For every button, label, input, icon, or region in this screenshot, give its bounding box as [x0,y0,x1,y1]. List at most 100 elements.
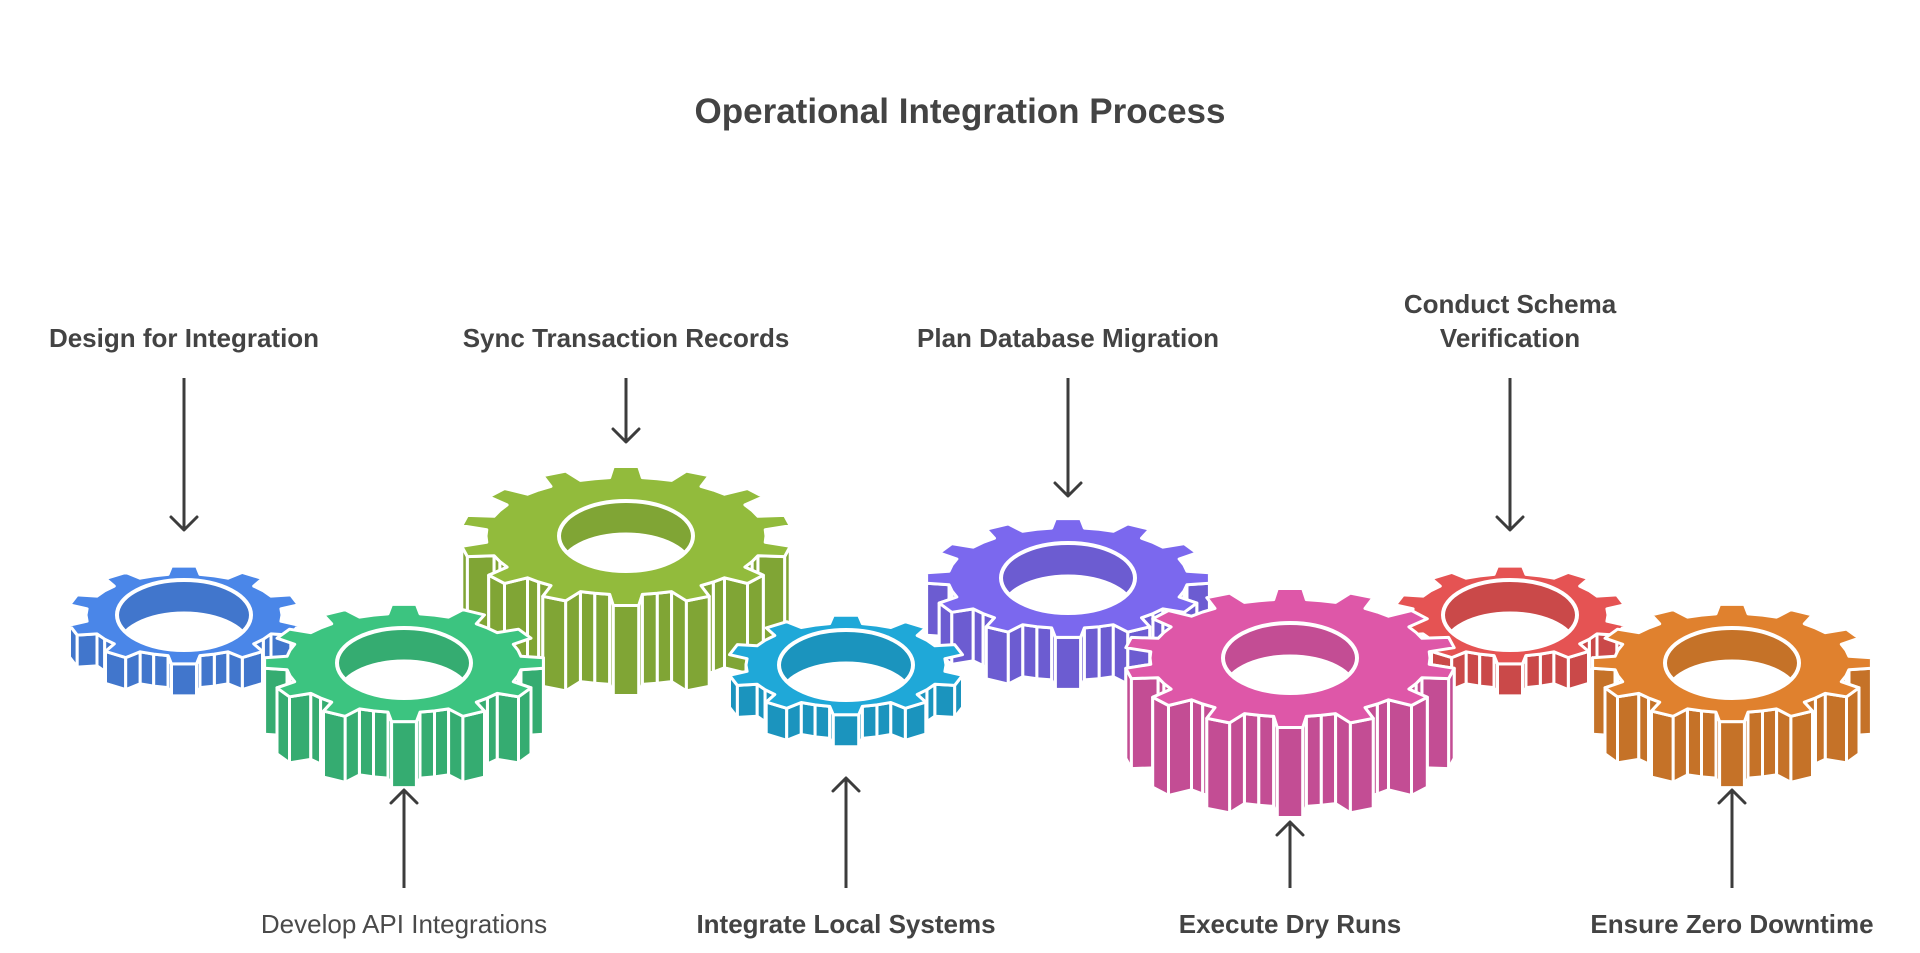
gear-side-face [1685,707,1703,779]
gear-side-face [813,703,832,740]
gear-side-face [1616,691,1641,765]
gear-hole-wall [1001,543,1135,610]
gear-side-face [1228,712,1246,815]
arrow-local [831,776,861,888]
gear-side-face [390,720,418,790]
gear-side-face [357,707,375,779]
gear-side-face [541,594,568,693]
gear-side-face [1304,713,1323,808]
gear-side-face [343,707,361,784]
gear-hole-wall [117,580,251,647]
gear-side-face [517,686,533,765]
gear-side-face [1097,623,1115,681]
gear-hole-rim [557,499,695,573]
gear-side-face [1775,707,1793,784]
gear-side-face [322,709,347,784]
gear-side-face [1845,686,1861,765]
gear-side-face [831,713,861,749]
arrow-head [1053,481,1083,498]
arrow-sync [611,378,641,444]
arrows-layer [169,378,1747,888]
gear-hole-wall [1665,628,1799,695]
arrow-head [1495,515,1525,532]
gear-side-face [1167,698,1193,797]
gear-hole-rim [1663,626,1801,700]
gear-side-face [1700,709,1718,780]
gear-side-face [1410,695,1429,797]
gear-side-face [1348,716,1375,815]
gear-side-face [1275,726,1305,819]
step-label-sync: Sync Transaction Records [463,323,790,353]
gear-side-face [1823,691,1848,765]
gear-side-face [711,576,726,674]
gear-side-face [1387,698,1413,797]
gear-side-face [1257,713,1276,808]
gear-side-face [152,652,170,690]
gear-hole-wall [1443,580,1577,647]
arrow-downtime [1717,788,1747,888]
gear-side-face [670,590,688,693]
gear-hole-rim [1221,621,1359,695]
arrow-head [1717,788,1747,805]
gear-side-face [372,709,390,780]
gear-side-face [1478,652,1496,690]
arrow-migration [1053,378,1083,498]
step-label-line: Develop API Integrations [261,909,547,939]
arrow-head [611,427,641,444]
step-label-api: Develop API Integrations [261,909,547,939]
gear-hole-wall [1223,623,1357,690]
gear-side-face [735,682,759,719]
gear-side-face [1082,625,1101,682]
gear-side-face [1746,709,1764,780]
gear-side-face [1671,707,1689,784]
arrow-design [169,378,199,532]
gear-side-face [1789,709,1814,784]
gear-side-face [1190,698,1205,796]
gear-side-face [1035,625,1054,682]
step-label-line: Design for Integration [49,323,319,353]
gear-hole-wall [337,628,471,695]
arrow-dryrun [1275,820,1305,888]
step-label-line: Conduct Schema [1404,289,1617,319]
gear-side-face [1334,712,1352,815]
gear-side-face [495,691,520,765]
gear-side-face [564,590,582,693]
gear-side-face [418,709,436,780]
gear-side-face [1761,707,1779,779]
gear-side-face [684,594,711,693]
gear-hole-rim [335,626,473,700]
gear-side-face [1464,650,1482,688]
step-label-line: Ensure Zero Downtime [1590,909,1873,939]
step-label-line: Verification [1440,323,1580,353]
gear-side-face [275,686,291,765]
gear-side-face [1524,652,1542,690]
gear-side-face [170,662,198,698]
step-label-downtime: Ensure Zero Downtime [1590,909,1873,939]
step-label-line: Plan Database Migration [917,323,1219,353]
gear-side-face [212,650,230,688]
gear-side-face [1006,623,1025,686]
step-label-line: Sync Transaction Records [463,323,790,353]
step-label-local: Integrate Local Systems [696,909,995,939]
step-label-line: Execute Dry Runs [1179,909,1402,939]
step-label-dryrun: Execute Dry Runs [1179,909,1402,939]
arrow-head [169,515,199,532]
step-label-line: Integrate Local Systems [696,909,995,939]
gear-side-face [593,591,612,686]
arrow-schema [1495,378,1525,532]
gear-api [263,602,545,790]
gear-side-face [447,707,465,784]
gear-side-face [1205,716,1232,815]
arrow-api [389,788,419,888]
arrow-head [389,788,419,805]
gear-side-face [640,591,659,686]
step-label-design: Design for Integration [49,323,319,353]
gear-side-face [984,625,1010,686]
gear-side-face [1242,712,1261,807]
step-label-migration: Plan Database Migration [917,323,1219,353]
gear-side-face [578,590,597,685]
